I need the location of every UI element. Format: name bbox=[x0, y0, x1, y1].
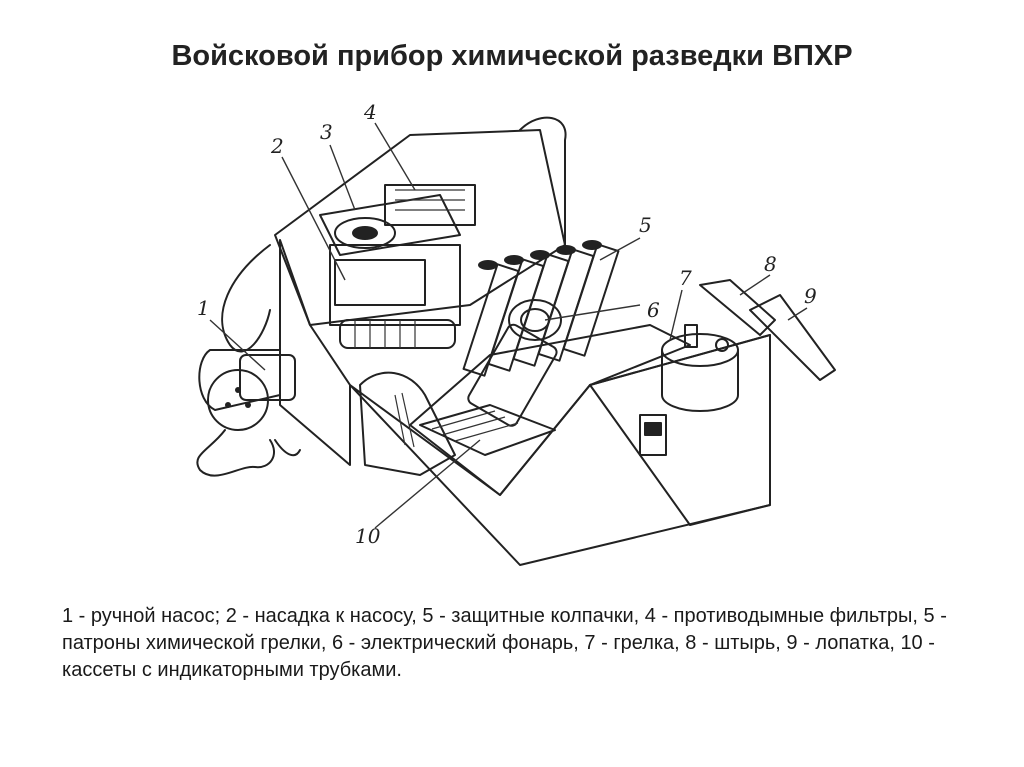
callout-3: 3 bbox=[320, 120, 333, 144]
device-illustration: 1 2 3 4 5 6 7 8 9 10 bbox=[170, 95, 870, 570]
callout-4: 4 bbox=[363, 100, 377, 124]
heater-cartridges bbox=[462, 240, 620, 377]
callout-5: 5 bbox=[639, 213, 652, 237]
case-front bbox=[349, 334, 771, 566]
callout-7: 7 bbox=[679, 266, 692, 290]
smoke-filters bbox=[384, 184, 476, 226]
pump-nozzle bbox=[329, 244, 461, 326]
callout-10: 10 bbox=[355, 524, 381, 548]
rod bbox=[699, 279, 776, 336]
callout-9: 9 bbox=[804, 284, 817, 308]
case-right-wall bbox=[589, 334, 771, 526]
shovel bbox=[749, 294, 836, 381]
callout-1: 1 bbox=[197, 296, 210, 320]
cassettes bbox=[419, 404, 556, 456]
callout-2: 2 bbox=[270, 134, 284, 158]
support-wall bbox=[359, 371, 456, 476]
hand-pump bbox=[196, 349, 301, 477]
legend-caption: 1 - ручной насос; 2 - насадка к насосу, … bbox=[62, 605, 947, 681]
flashlight bbox=[467, 299, 562, 427]
case-latch bbox=[639, 414, 667, 456]
device-drawing: 1 2 3 4 5 6 7 8 9 10 bbox=[196, 100, 836, 566]
callout-8: 8 bbox=[764, 252, 777, 276]
callout-6: 6 bbox=[647, 298, 660, 322]
leader-lines bbox=[209, 122, 808, 529]
slide-title: Войсковой прибор химической разведки ВПХ… bbox=[171, 40, 853, 72]
carrying-strap bbox=[221, 244, 271, 353]
pump-cylinder bbox=[339, 319, 456, 349]
heater bbox=[661, 324, 739, 412]
